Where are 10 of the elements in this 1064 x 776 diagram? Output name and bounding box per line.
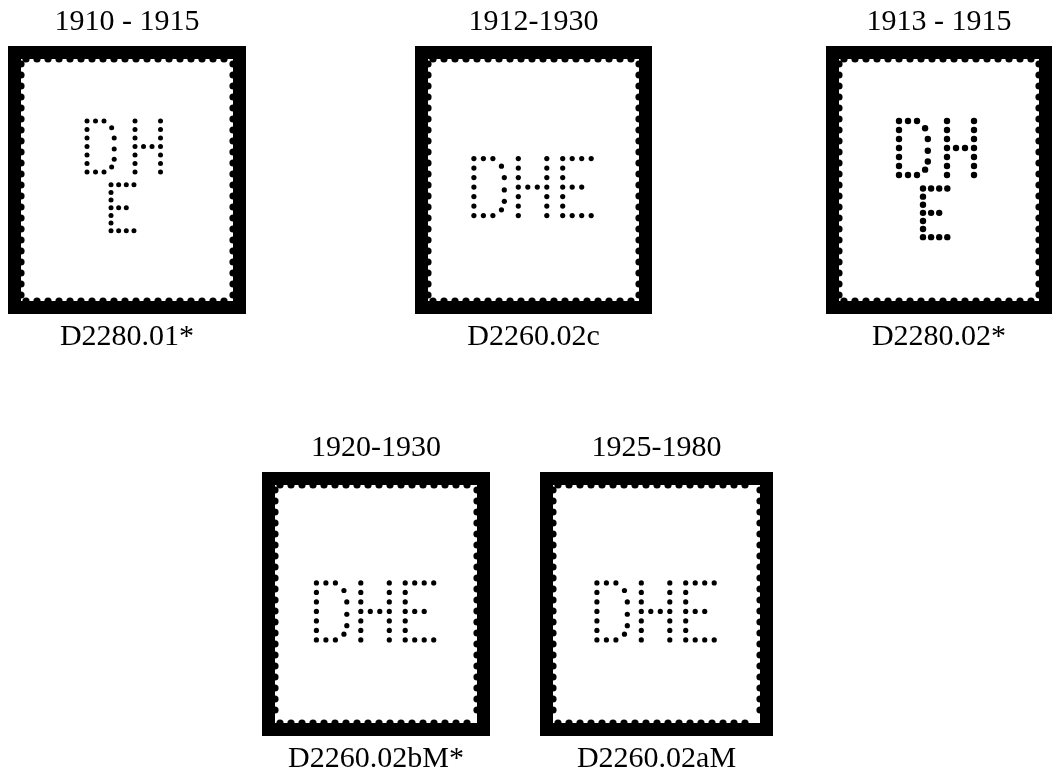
year-range: 1925-1980 bbox=[590, 431, 723, 461]
year-range: 1910 - 1915 bbox=[53, 5, 201, 35]
year-range: 1913 - 1915 bbox=[865, 5, 1013, 35]
catalog-number: D2280.02* bbox=[870, 320, 1008, 350]
year-range: 1920-1930 bbox=[310, 431, 442, 461]
catalog-number: D2280.01* bbox=[58, 320, 196, 350]
year-range: 1912-1930 bbox=[467, 5, 600, 35]
catalog-number: D2260.02bM* bbox=[287, 742, 465, 772]
catalog-number: D2260.02aM bbox=[575, 742, 738, 772]
catalog-number: D2260.02c bbox=[466, 320, 601, 350]
